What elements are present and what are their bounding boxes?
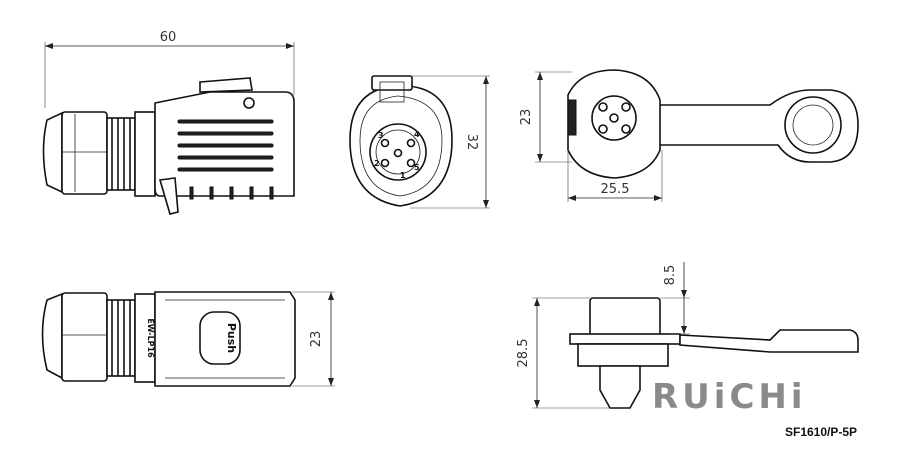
side-ribs — [177, 119, 274, 200]
dimension-25-5: 25.5 — [567, 150, 663, 202]
model-number: SF1610/P-5P — [785, 425, 857, 439]
pin-1-label: 1 — [400, 171, 406, 180]
dimension-25-5-label: 25.5 — [601, 182, 630, 197]
dimension-28-5-label: 28.5 — [516, 339, 531, 368]
dimension-23-bottom-label: 23 — [309, 331, 324, 348]
brand-logo: RUiCHi — [652, 377, 807, 417]
dimension-28-5: 28.5 — [516, 297, 610, 409]
bottom-view: Push EW-LP16 23 — [41, 291, 335, 387]
dimension-60-label: 60 — [160, 30, 177, 45]
dimension-23-panel: 23 — [519, 71, 572, 163]
mount-view: 8.5 28.5 — [516, 262, 859, 409]
dimension-23-bottom: 23 — [292, 291, 335, 387]
pin-5-label: 5 — [414, 163, 420, 172]
model-stamp-label: EW-LP16 — [146, 318, 155, 358]
side-thread — [106, 117, 136, 191]
panel-view: 23 25.5 — [519, 69, 859, 202]
dimension-60: 60 — [44, 30, 295, 108]
dimension-23-panel-label: 23 — [519, 109, 534, 126]
pin-2-label: 2 — [374, 159, 380, 168]
front-view: 1 2 3 4 5 32 — [349, 75, 490, 209]
dimension-32: 32 — [410, 75, 490, 209]
dimension-32-label: 32 — [464, 134, 479, 151]
push-label: Push — [225, 323, 238, 353]
pin-3-label: 3 — [378, 131, 384, 140]
side-view: 60 — [42, 30, 295, 215]
pin-4-label: 4 — [414, 130, 420, 139]
dimension-8-5-label: 8.5 — [663, 265, 678, 286]
dimension-8-5: 8.5 — [660, 262, 690, 335]
